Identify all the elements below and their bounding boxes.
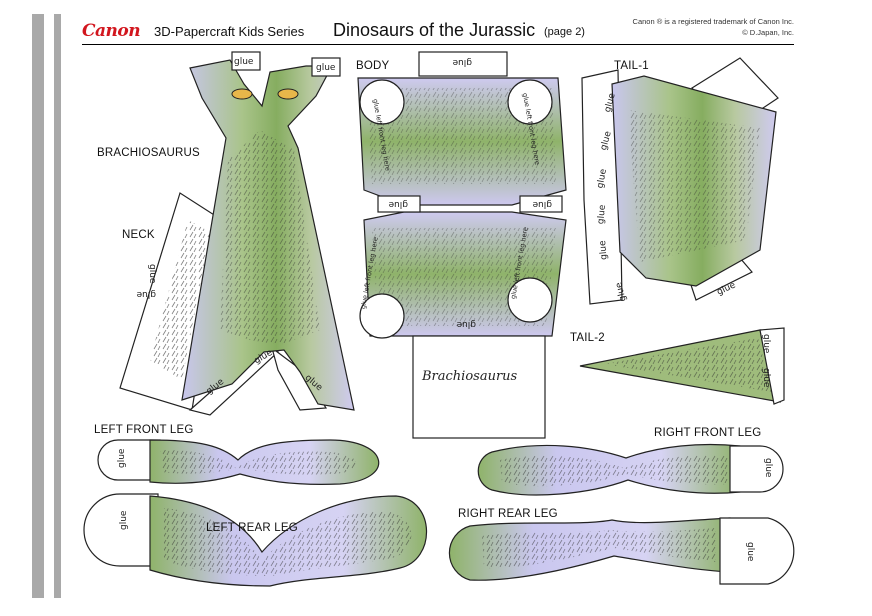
label-right-front-leg: RIGHT FRONT LEG [654,427,762,439]
body-piece [357,51,567,439]
tail1-side-tabs [581,69,623,305]
glue-tab-label: glue [598,240,610,261]
left-front-leg [97,439,380,485]
body-name-tab [412,335,546,439]
trademark-notice: Canon ® is a registered trademark of Can… [633,16,794,38]
right-front-leg [477,443,784,496]
species-name-tab: Brachiosaurus [421,369,518,384]
left-margin-bar [32,14,44,598]
page-header: Canon 3D-Papercraft Kids Series Dinosaur… [82,17,794,45]
glue-tab-label: glue [456,319,476,329]
label-body: BODY [356,60,390,72]
glue-tab-label: glue [532,199,552,209]
page-number: (page 2) [544,26,585,38]
tail1-piece [581,57,779,305]
glue-tab-label: glue [147,264,157,284]
head-glue-tab-left [231,51,261,71]
glue-tab-label: glue [452,57,472,67]
left-margin-bar-inner [54,14,61,598]
leg-glue-spot [359,293,405,339]
glue-tab-label: glue [603,92,618,114]
glue-tab-label: glue [596,168,609,189]
glue-tab-label: glue [136,289,156,299]
copyright-line: © D.Japan, Inc. [742,28,794,37]
label-brachiosaurus: BRACHIOSAURUS [97,147,200,159]
label-neck: NECK [122,229,155,241]
leg-glue-spot [359,79,405,125]
leg-glue-spot [507,79,553,125]
body-top-tab [418,51,508,77]
brand-logo: Canon [82,21,141,41]
glue-tab-label: glue [316,63,336,73]
series-title: 3D-Papercraft Kids Series [154,24,305,39]
label-left-rear-leg: LEFT REAR LEG [206,522,298,534]
page-title: Dinosaurs of the Jurassic [333,20,536,40]
leg-glue-spot [507,277,553,323]
glue-tab-label: glue [599,130,614,152]
glue-tab-label: glue [761,368,771,388]
label-right-rear-leg: RIGHT REAR LEG [458,508,558,520]
left-rear-leg [83,493,428,587]
glue-tab-label: glue [119,510,129,530]
glue-tab-label: glue [596,204,608,225]
glue-tab-label: glue [745,542,755,562]
trademark-line: Canon ® is a registered trademark of Can… [632,17,794,26]
glue-tab-label: glue [388,199,408,209]
glue-tab-label: glue [234,57,254,67]
label-tail1: TAIL-1 [614,60,649,72]
glue-tab-label: glue [117,448,127,468]
glue-tab-label: glue [761,334,771,354]
label-left-front-leg: LEFT FRONT LEG [94,424,194,436]
right-rear-leg [448,517,795,585]
tail2-piece [579,327,785,405]
glue-tab-label: glue [614,281,629,303]
label-tail2: TAIL-2 [570,332,605,344]
neck-piece [119,51,355,416]
glue-tab-label: glue [763,458,773,478]
head-glue-tab-right [311,57,341,77]
